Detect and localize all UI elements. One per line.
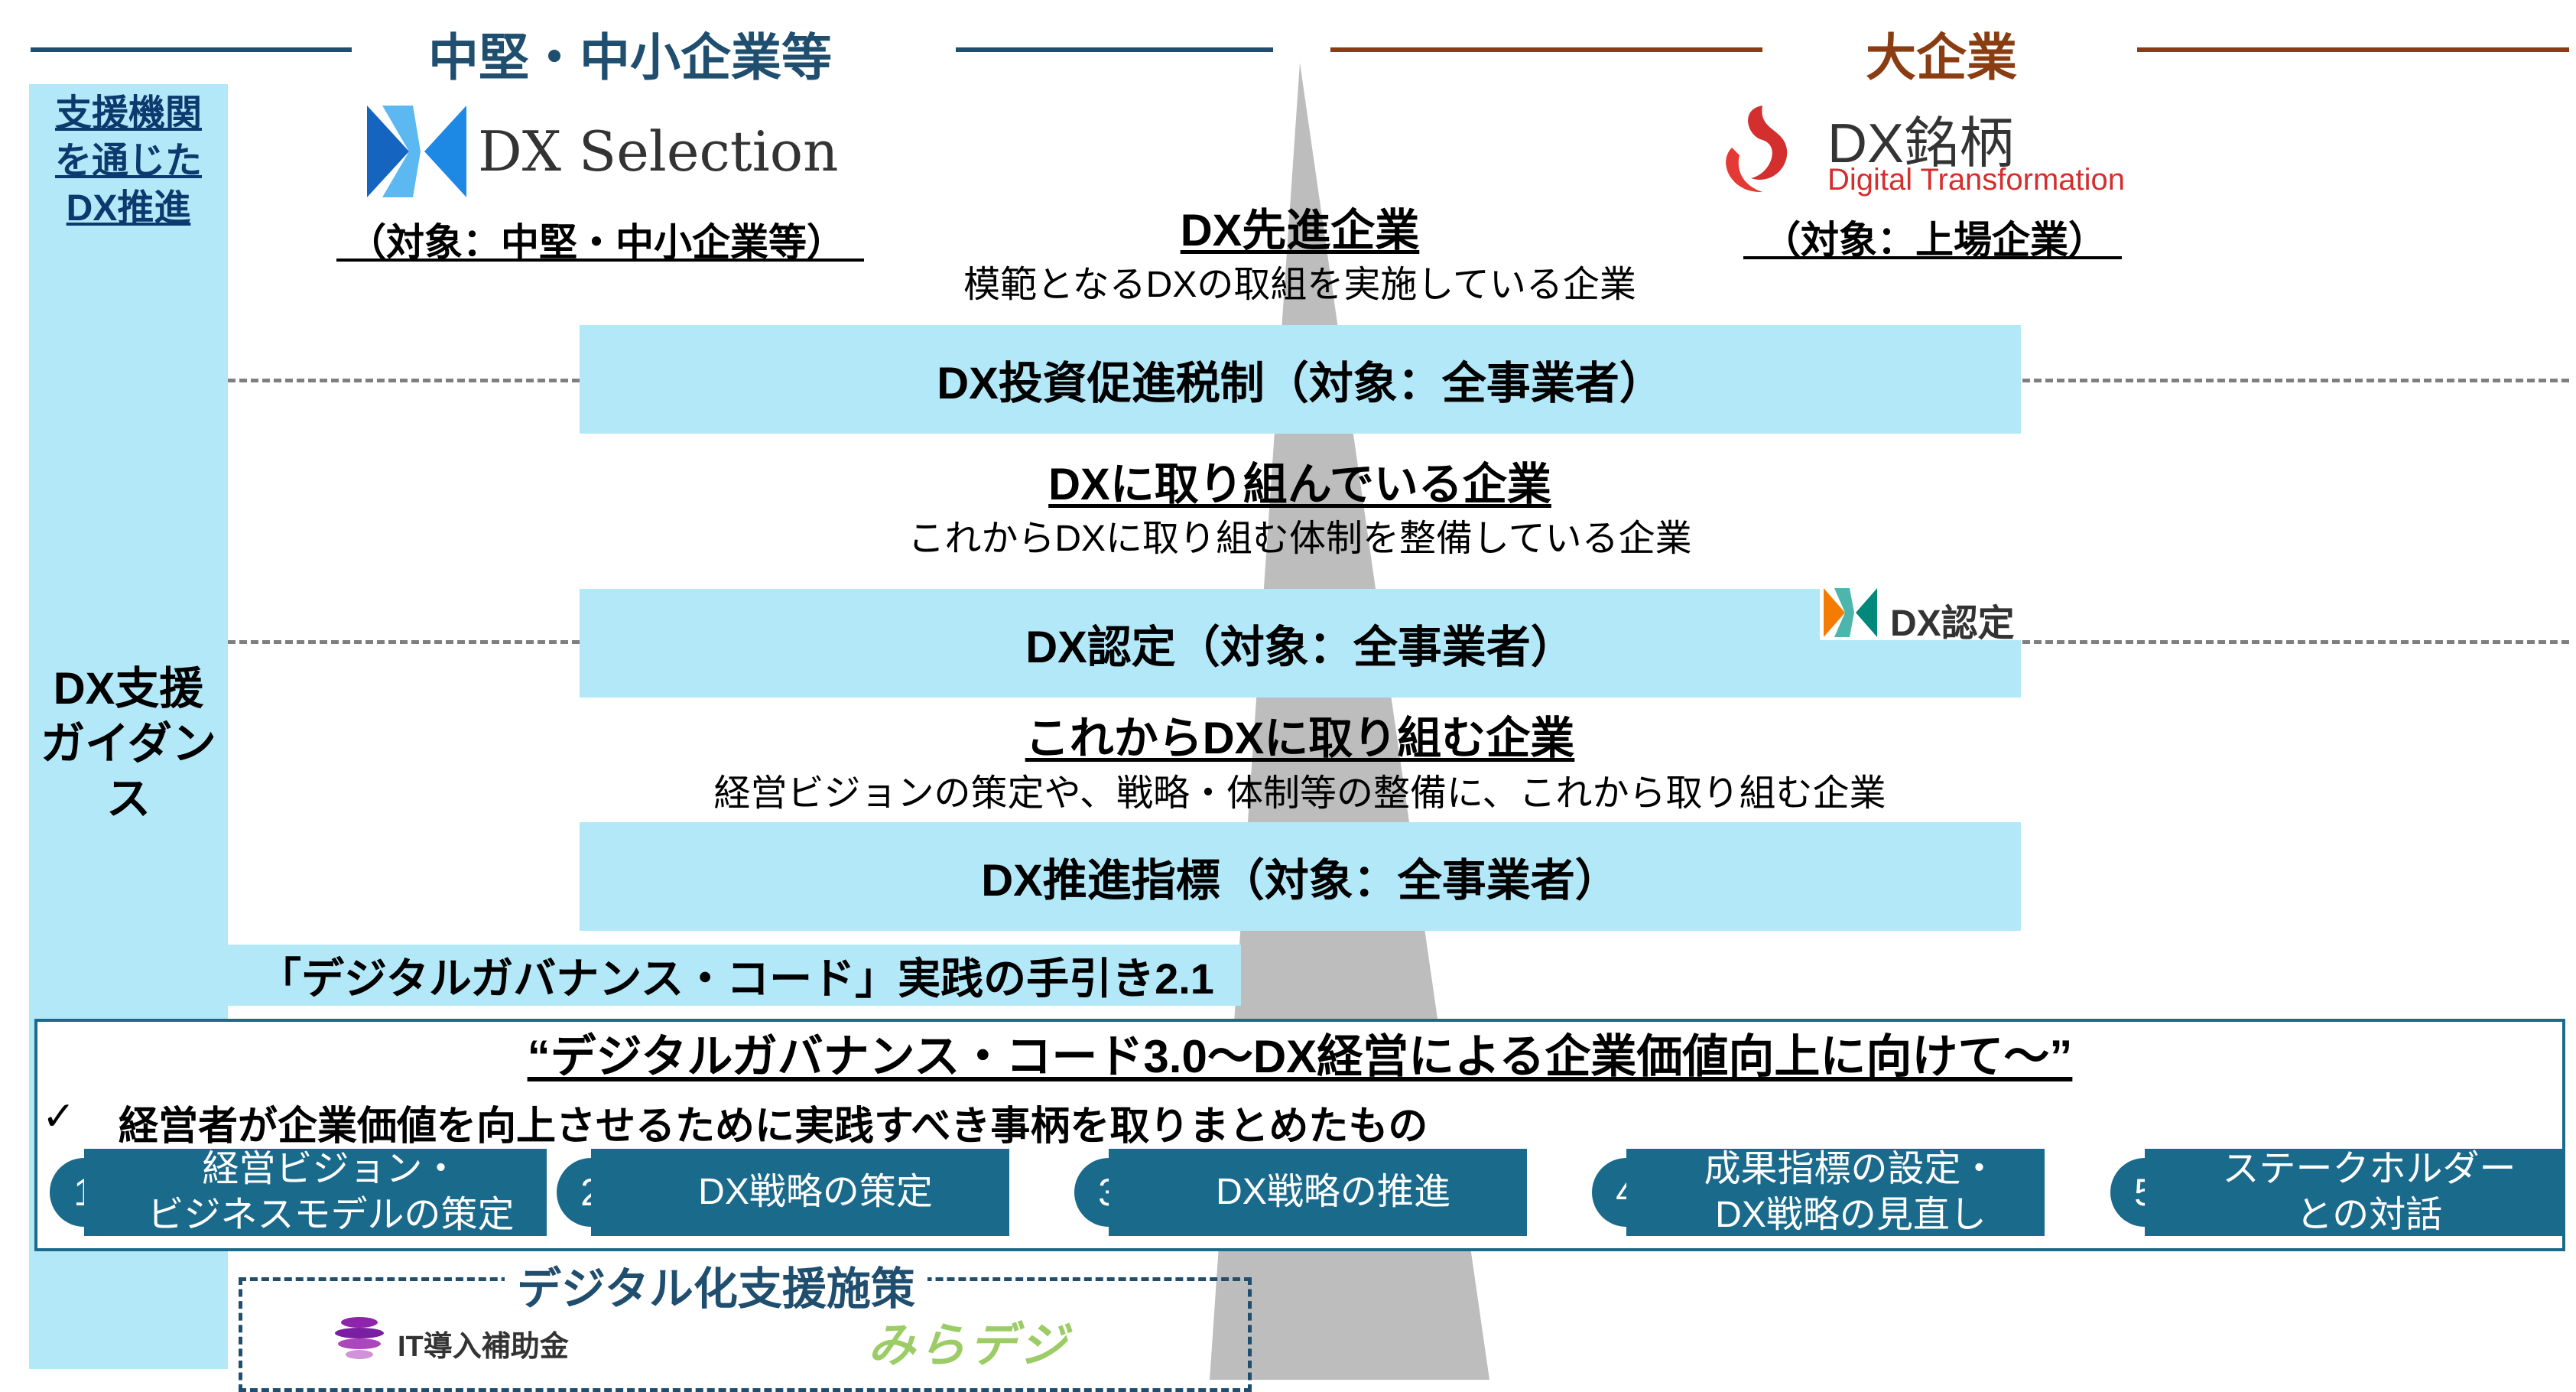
dx-nintei-logo: DX認定	[1820, 585, 2026, 644]
step-3-box: DX戦略の推進	[1109, 1149, 1527, 1236]
step-4: 4 成果指標の設定・ DX戦略の見直し	[1592, 1149, 2045, 1236]
dashed-line-left-top	[228, 379, 580, 382]
step-2-box: DX戦略の策定	[591, 1149, 1009, 1236]
step-4-box: 成果指標の設定・ DX戦略の見直し	[1626, 1149, 2045, 1236]
tier-advanced-desc: 模範となるDXの取組を実施している企業	[963, 265, 1636, 305]
step-4-line-2: DX戦略の見直し	[1715, 1195, 1986, 1235]
step-1-line-2: ビジネスモデルの策定	[147, 1195, 515, 1235]
dx-meigara-logo-subtext: Digital Transformation	[1827, 163, 2126, 197]
band-dx-tax: DX投資促進税制（対象：全事業者）	[580, 325, 2021, 434]
band-dx-certification: DX認定（対象：全事業者）	[580, 589, 2021, 698]
left-header-title: 中堅・中小企業等	[428, 29, 832, 86]
tier-engaged-title: DXに取り組んでいる企業	[1048, 460, 1551, 509]
dashed-line-right-top	[2022, 379, 2569, 382]
step-5: 5 ステークホルダー との対話	[2110, 1149, 2563, 1236]
left-header-rule-a	[31, 47, 352, 52]
mirai-digi-logo-text: みらデジ	[868, 1319, 1070, 1372]
tier-advanced-title: DX先進企業	[1180, 206, 1420, 255]
dx-meigara-logo: DX銘柄 Digital Transformation	[1717, 98, 2160, 205]
left-header-rule-b	[956, 47, 1273, 52]
dx-selection-mark-icon	[367, 106, 466, 197]
mirai-digi-logo: みらデジ	[868, 1302, 1113, 1372]
governance-code-check-icon: ✓	[42, 1094, 76, 1139]
right-header-rule-b	[2137, 47, 2569, 52]
step-5-line-2: との対話	[2295, 1195, 2443, 1235]
dx-meigara-mark-icon	[1726, 106, 1788, 193]
dx-nintei-logo-text: DX認定	[1890, 603, 2015, 644]
dx-meigara-target-underline	[1743, 256, 2122, 259]
tier-engaged-desc: これからDXに取り組む体制を整備している企業	[908, 519, 1692, 559]
dashed-line-right-mid	[2022, 640, 2569, 644]
step-5-box: ステークホルダー との対話	[2145, 1149, 2563, 1236]
step-3: 3 DX戦略の推進	[1074, 1149, 1527, 1236]
dashed-line-left-mid	[228, 640, 580, 644]
dx-selection-logo-text: DX Selection	[478, 119, 839, 184]
sidebar-bottom-line-2: ガイダンス	[41, 719, 216, 824]
right-header-rule-a	[1330, 47, 1762, 52]
step-1-box: 経営ビジョン・ ビジネスモデルの策定	[84, 1149, 547, 1236]
dx-selection-logo: DX Selection	[367, 106, 841, 205]
sidebar-bottom-label: DX支援 ガイダンス	[29, 662, 228, 827]
right-header-title: 大企業	[1866, 29, 2017, 86]
tier-starting-desc: 経営ビジョンの策定や、戦略・体制等の整備に、これから取り組む企業	[713, 773, 1886, 814]
step-2: 2 DX戦略の策定	[557, 1149, 1009, 1236]
tier-starting-title: これからDXに取り組む企業	[1025, 714, 1575, 763]
sidebar-top-line-1: 支援機関	[54, 93, 202, 134]
step-5-line-1: ステークホルダー	[2222, 1149, 2516, 1189]
it-subsidy-logo: IT導入補助金	[329, 1312, 581, 1365]
step-2-line-1: DX戦略の策定	[698, 1172, 933, 1212]
step-1: 1 経営ビジョン・ ビジネスモデルの策定	[50, 1149, 547, 1236]
dx-selection-target-underline	[336, 259, 864, 262]
digital-support-title: デジタル化支援施策	[505, 1253, 927, 1317]
step-1-line-1: 経営ビジョン・	[202, 1149, 460, 1189]
dx-selection-target: （対象：中堅・中小企業等）	[348, 221, 845, 264]
sidebar-bottom-line-1: DX支援	[53, 664, 204, 714]
sidebar-top-line-3: DX推進	[66, 188, 191, 229]
governance-code-title: “デジタルガバナンス・コード3.0～DX経営による企業価値向上に向けて～”	[527, 1030, 2073, 1082]
it-subsidy-mark-icon	[335, 1317, 384, 1359]
handbook-label: 「デジタルガバナンス・コード」実践の手引き2.1	[258, 954, 1214, 1003]
it-subsidy-logo-text: IT導入補助金	[398, 1331, 569, 1363]
dx-meigara-logo-text: DX銘柄	[1827, 113, 2015, 174]
band-handbook: 「デジタルガバナンス・コード」実践の手引き2.1	[228, 945, 1241, 1006]
sidebar-top-label: 支援機関 を通じた DX推進	[29, 90, 228, 233]
band-dx-indicator: DX推進指標（対象：全事業者）	[580, 822, 2021, 931]
step-4-line-1: 成果指標の設定・	[1704, 1149, 1998, 1189]
dx-meigara-target: （対象：上場企業）	[1762, 219, 2107, 262]
governance-code-description: 経営者が企業価値を向上させるために実践すべき事柄を取りまとめたもの	[119, 1104, 1428, 1149]
step-3-line-1: DX戦略の推進	[1216, 1172, 1450, 1212]
dx-nintei-mark-icon	[1824, 588, 1877, 637]
sidebar-top-line-2: を通じた	[54, 141, 202, 181]
